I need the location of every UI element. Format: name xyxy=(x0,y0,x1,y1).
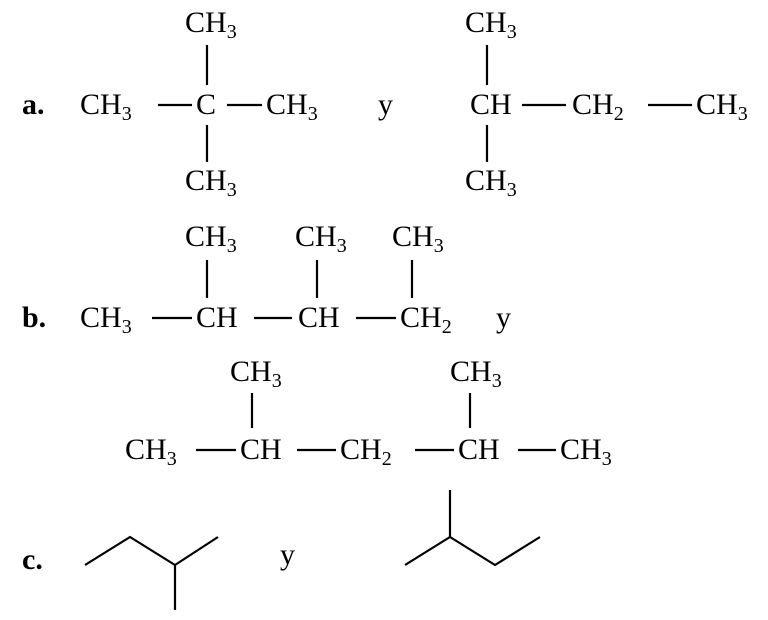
b2-c4-ch: CH xyxy=(458,433,500,466)
part-a-conjunction: y xyxy=(378,88,393,121)
skeletal-c1-chain xyxy=(84,535,219,567)
b1-sub2-ch3: CH3 xyxy=(295,220,347,257)
b2-sub2-ch3: CH3 xyxy=(450,355,502,392)
a1-left-ch3: CH3 xyxy=(80,88,132,125)
a2-left-ch: CH xyxy=(470,88,512,121)
b2-c2-ch: CH xyxy=(240,433,282,466)
a1-bottom-ch3: CH3 xyxy=(185,164,237,201)
a1-top-ch3: CH3 xyxy=(185,6,237,43)
b2-sub1-ch3: CH3 xyxy=(230,355,282,392)
b2-c1-ch3: CH3 xyxy=(125,433,177,470)
a2-middle-ch2: CH2 xyxy=(572,88,624,125)
a2-right-ch3: CH3 xyxy=(696,88,748,125)
part-a-label: a. xyxy=(22,88,45,121)
b1-c2-ch: CH xyxy=(196,301,238,334)
b1-c3-ch: CH xyxy=(298,301,340,334)
b1-c4-ch2: CH2 xyxy=(400,301,452,338)
part-c-conjunction: y xyxy=(280,538,295,571)
b1-sub1-ch3: CH3 xyxy=(185,220,237,257)
part-b-conjunction: y xyxy=(496,301,511,334)
a2-bottom-ch3: CH3 xyxy=(465,164,517,201)
part-b-label: b. xyxy=(22,301,47,334)
b1-sub3-ch3: CH3 xyxy=(392,220,444,257)
b2-c5-ch3: CH3 xyxy=(560,433,612,470)
a2-top-ch3: CH3 xyxy=(465,6,517,43)
b1-c1-ch3: CH3 xyxy=(80,301,132,338)
part-c-label: c. xyxy=(22,543,43,576)
a1-center-c: C xyxy=(196,88,217,121)
b2-c3-ch2: CH2 xyxy=(340,433,392,470)
a1-right-ch3: CH3 xyxy=(266,88,318,125)
skeletal-c2-chain xyxy=(404,535,541,567)
